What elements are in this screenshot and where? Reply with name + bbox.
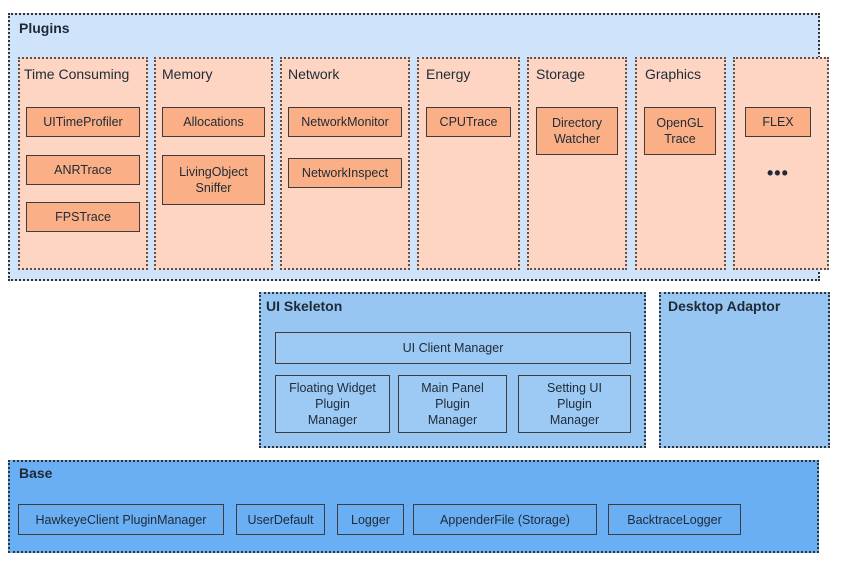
category-title: Network [288, 66, 340, 82]
base-title: Base [19, 465, 53, 481]
category-title: Time Consuming [24, 66, 130, 82]
desktop-adaptor-title: Desktop Adaptor [668, 298, 781, 314]
category-title: Graphics [645, 66, 702, 82]
setting-ui-plugin-manager: Setting UI Plugin Manager [518, 375, 631, 433]
base-backtracelogger: BacktraceLogger [608, 504, 741, 535]
plugin-cputrace: CPUTrace [426, 107, 511, 137]
floating-widget-plugin-manager: Floating Widget Plugin Manager [275, 375, 390, 433]
plugin-allocations: Allocations [162, 107, 265, 137]
plugin-uitimeprofiler: UITimeProfiler [26, 107, 140, 137]
plugin-anrtrace: ANRTrace [26, 155, 140, 185]
plugin-opengl-trace: OpenGL Trace [644, 107, 716, 155]
plugins-title: Plugins [19, 20, 70, 36]
category-title: Memory [162, 66, 213, 82]
category-title: Energy [426, 66, 471, 82]
plugin-fpstrace: FPSTrace [26, 202, 140, 232]
desktop-adaptor-group [659, 292, 830, 448]
plugin-networkmonitor: NetworkMonitor [288, 107, 402, 137]
plugin-flex: FLEX [745, 107, 811, 137]
base-userdefault: UserDefault [236, 504, 325, 535]
ui-client-manager: UI Client Manager [275, 332, 631, 364]
category-graphics [635, 57, 726, 270]
more-plugins-ellipsis: ••• [767, 163, 789, 183]
category-storage [527, 57, 627, 270]
plugin-networkinspect: NetworkInspect [288, 158, 402, 188]
base-hawkeyeclient-pluginmanager: HawkeyeClient PluginManager [18, 504, 224, 535]
base-logger: Logger [337, 504, 404, 535]
plugin-directory-watcher: Directory Watcher [536, 107, 618, 155]
main-panel-plugin-manager: Main Panel Plugin Manager [398, 375, 507, 433]
plugin-livingobject-sniffer: LivingObject Sniffer [162, 155, 265, 205]
ui-skeleton-title: UI Skeleton [266, 298, 343, 314]
base-appenderfile: AppenderFile (Storage) [413, 504, 597, 535]
category-title: Storage [536, 66, 586, 82]
category-energy [417, 57, 520, 270]
category-other [733, 57, 829, 270]
